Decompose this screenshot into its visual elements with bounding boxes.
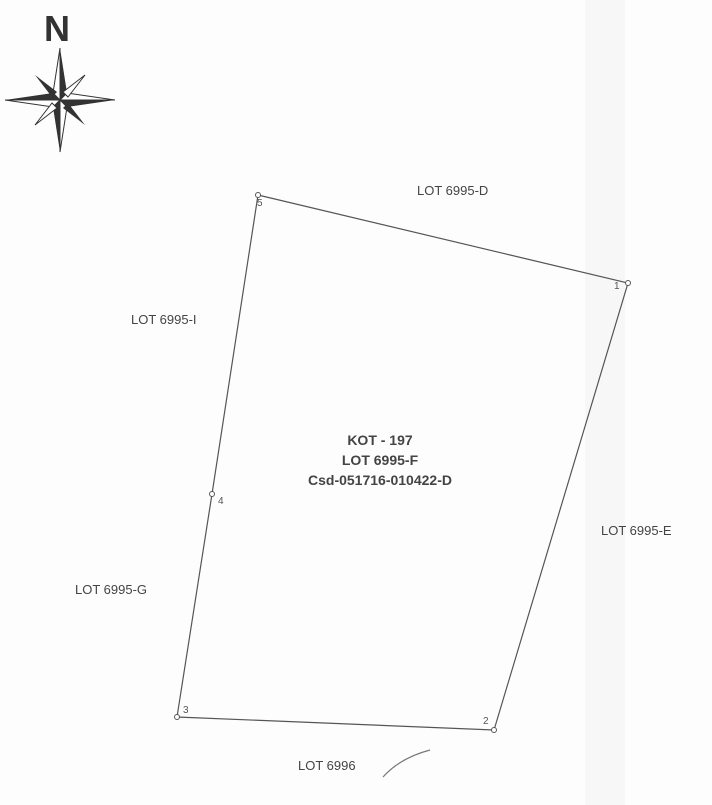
corner-1: 1 [614,281,620,292]
lot-label-west-upper: LOT 6995-I [131,312,197,327]
parcel-code: KOT - 197 [347,432,413,448]
lot-label-south: LOT 6996 [298,758,356,773]
lot-label-west-lower: LOT 6995-G [75,582,148,597]
pen-mark [382,749,431,778]
parcel-lot: LOT 6995-F [341,452,419,468]
scan-shading [585,0,625,805]
lot-label-north: LOT 6995-D [417,183,489,198]
corner-3: 3 [183,705,189,716]
parcel-title: KOT - 197 LOT 6995-F Csd-051716-010422-D [290,430,470,490]
compass-rose-icon [4,47,116,153]
corner-2: 2 [483,716,489,727]
lot-label-east: LOT 6995-E [601,523,672,538]
corner-4: 4 [218,496,224,507]
parcel-boundary [176,194,629,731]
corner-markers [174,192,631,733]
parcel-survey-number: Csd-051716-010422-D [308,472,452,488]
corner-5: 5 [257,198,263,209]
north-label: N [44,8,70,49]
